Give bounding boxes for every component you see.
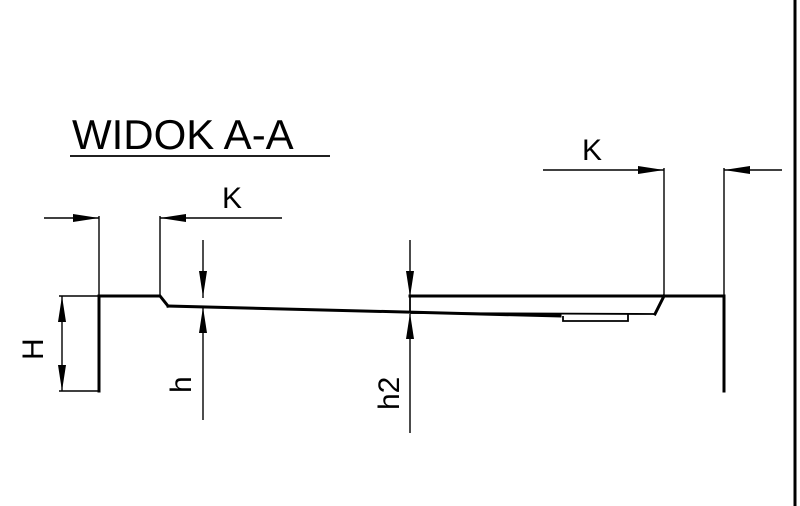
dimension-h: h: [165, 240, 207, 420]
view-title: WIDOK A-A: [72, 111, 294, 158]
dimension-k-right: K: [543, 134, 782, 296]
dimension-label-k-right: K: [582, 134, 602, 167]
dimension-H: H: [17, 295, 99, 392]
dimension-label-k-left: K: [222, 182, 242, 215]
dimension-label-H: H: [17, 338, 50, 360]
dimension-k-left: K: [44, 182, 282, 296]
profile-outline: [97, 293, 726, 393]
dimension-label-h2: h2: [373, 377, 406, 410]
dimension-h2: h2: [373, 240, 414, 433]
dimension-label-h: h: [165, 376, 198, 393]
